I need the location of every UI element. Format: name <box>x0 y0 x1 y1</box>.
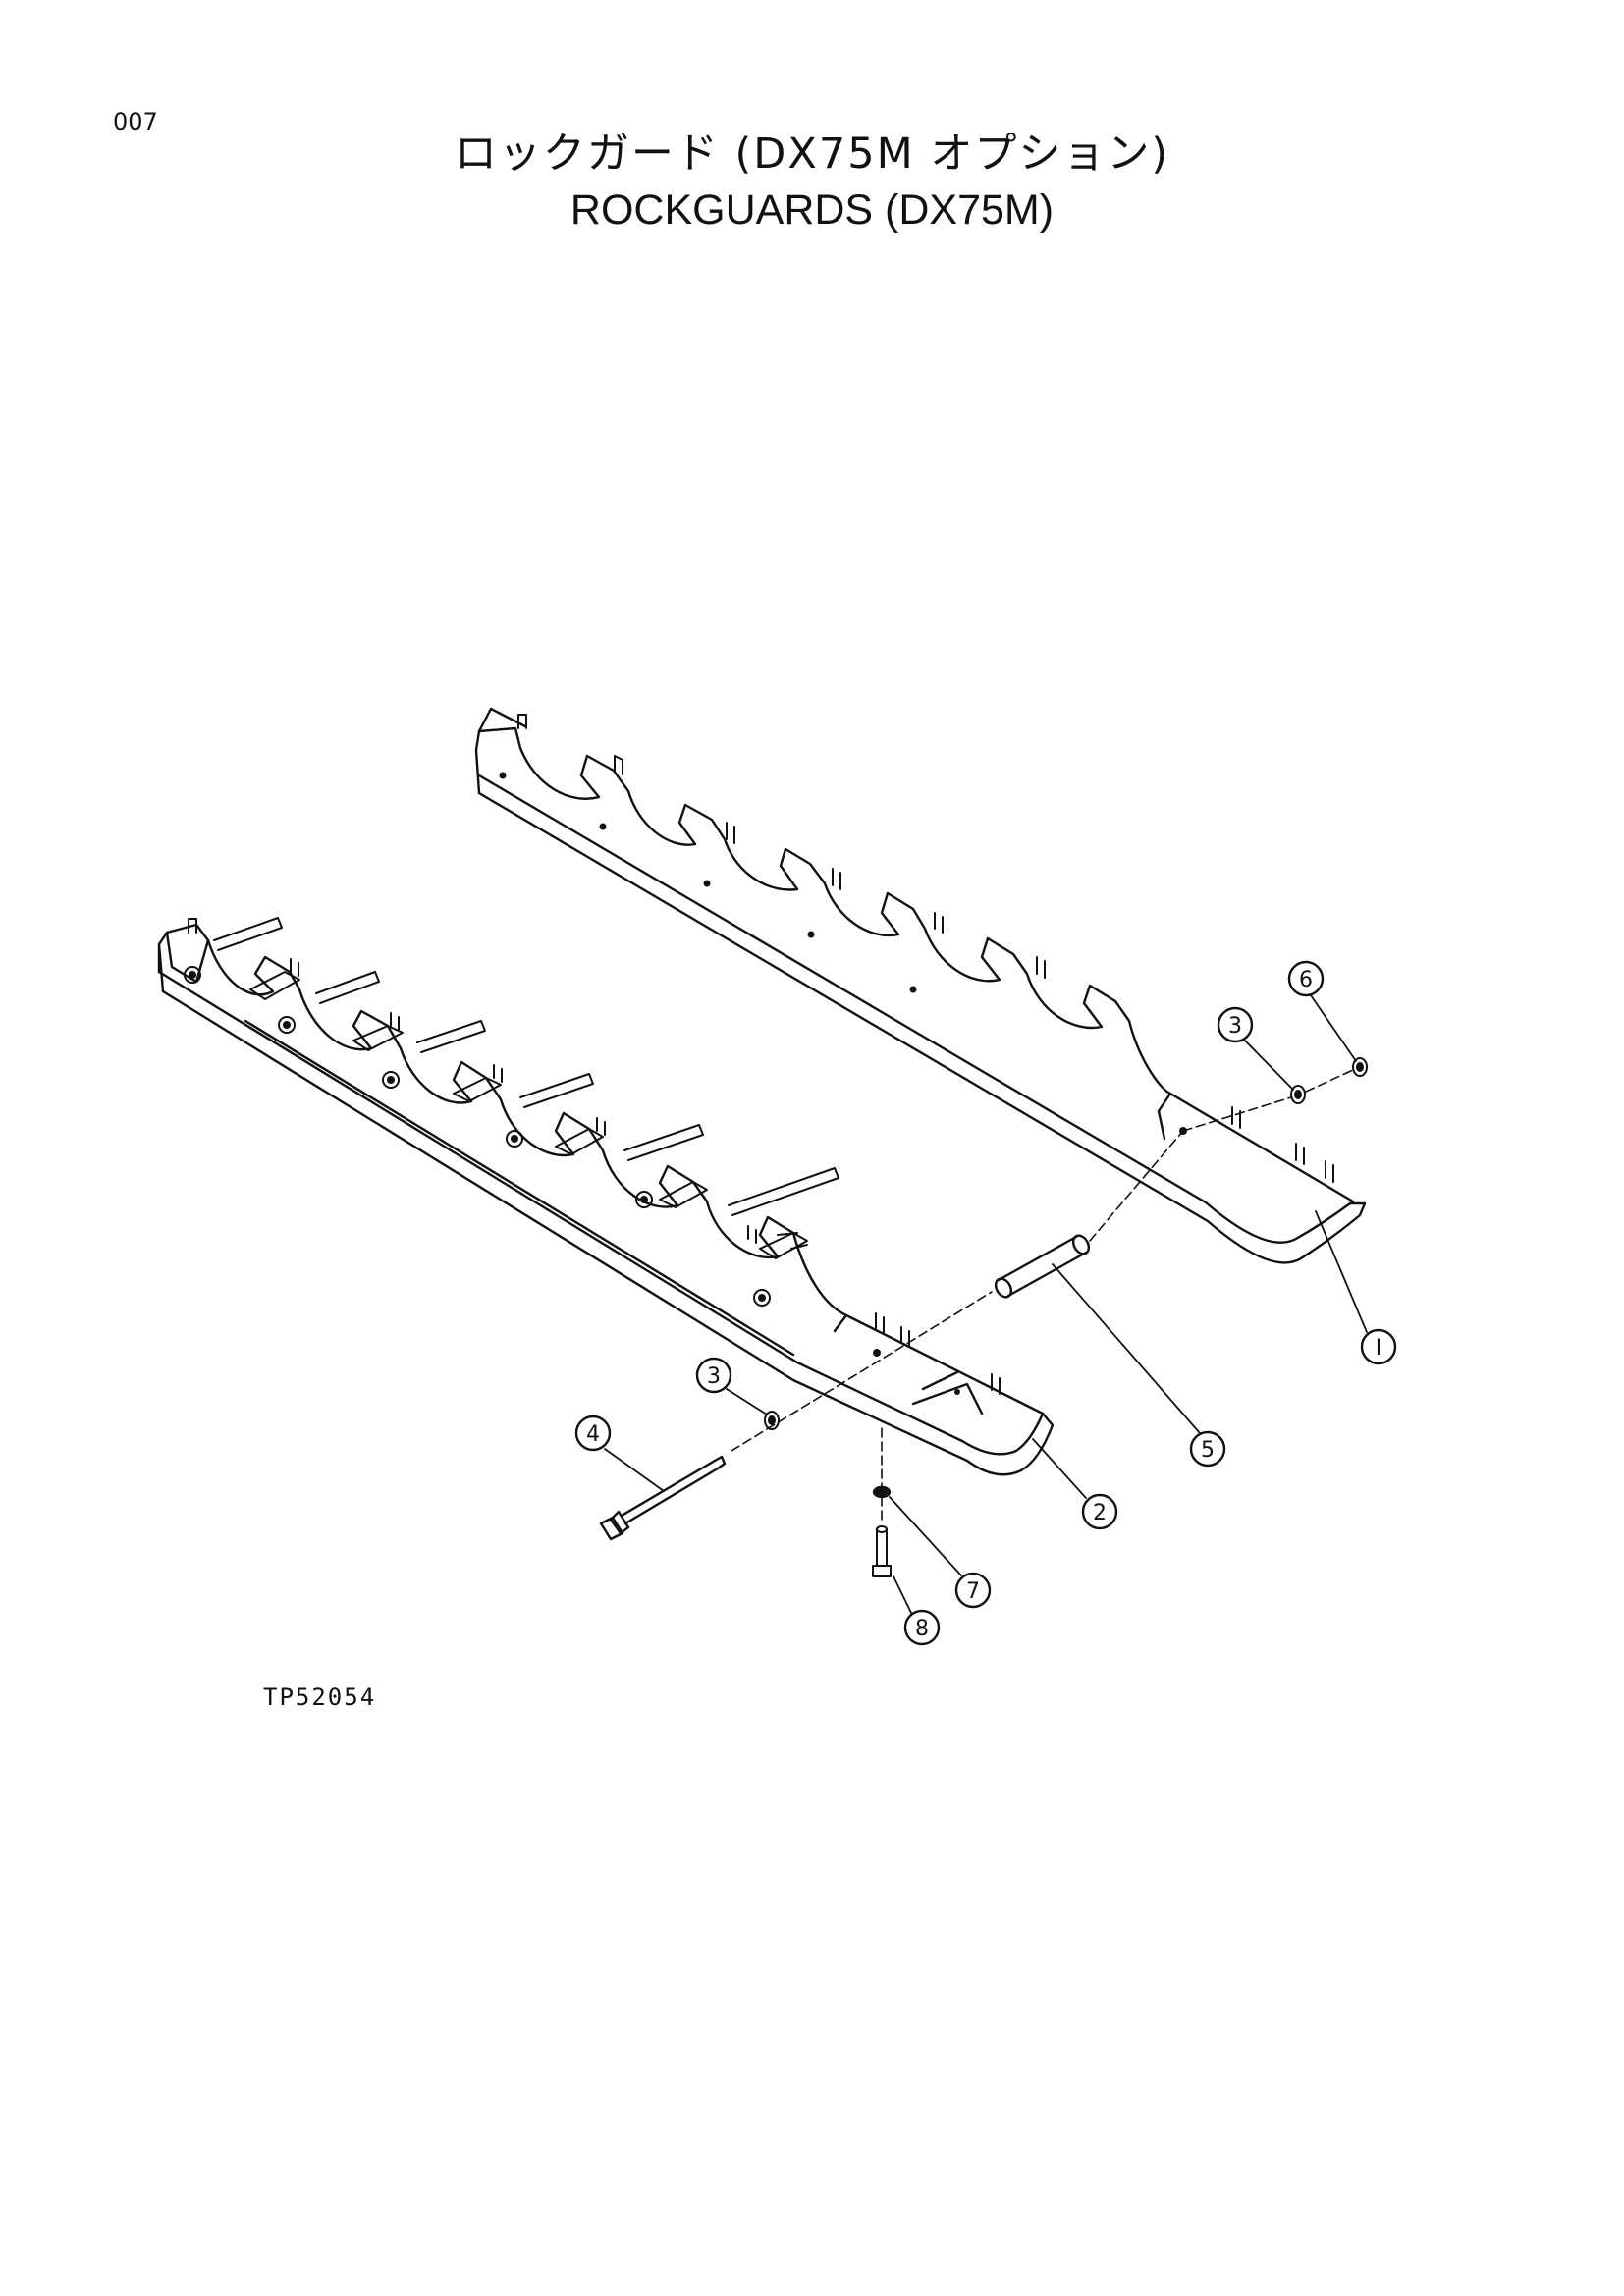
callout-4-label: 4 <box>586 1422 600 1447</box>
drawing-code: TP52054 <box>263 1683 377 1711</box>
nut-part-6 <box>1352 1057 1368 1077</box>
washer-part-7 <box>872 1485 892 1499</box>
title-japanese: ロックガード (DX75M オプション) <box>454 130 1170 179</box>
rockguard-lower-part-2 <box>157 917 1055 1476</box>
nut-part-3-lower <box>764 1411 780 1430</box>
callout-7-label: 7 <box>966 1579 980 1604</box>
callout-2: 2 <box>1081 1493 1118 1530</box>
callout-3-lower-label: 3 <box>707 1364 721 1389</box>
callout-5: 5 <box>1189 1430 1226 1468</box>
title-block: ロックガード (DX75M オプション) ROCKGUARDS (DX75M) <box>0 126 1624 238</box>
callout-6-label: 6 <box>1299 968 1313 992</box>
page-number: 007 <box>113 108 158 135</box>
callout-3-lower: 3 <box>695 1357 732 1394</box>
callout-4: 4 <box>574 1415 612 1452</box>
title-english: ROCKGUARDS (DX75M) <box>569 187 1055 234</box>
callout-6: 6 <box>1287 960 1325 997</box>
callout-3-upper-label: 3 <box>1228 1014 1242 1039</box>
callout-1-label: Ⅰ <box>1376 1336 1382 1361</box>
callout-2-label: 2 <box>1093 1501 1107 1525</box>
small-bolt-part-8 <box>872 1525 892 1577</box>
callout-7: 7 <box>954 1572 992 1609</box>
callout-1: Ⅰ <box>1360 1328 1397 1365</box>
callout-5-label: 5 <box>1201 1438 1215 1463</box>
assembly-dashed-lines <box>731 1069 1354 1525</box>
callout-3-upper: 3 <box>1217 1006 1254 1043</box>
nuts <box>764 1057 1368 1430</box>
callout-8: 8 <box>903 1609 941 1646</box>
long-bolt-part-4 <box>599 1455 727 1541</box>
spacer-tube-part-5 <box>994 1234 1091 1299</box>
rockguard-upper-part-1 <box>474 707 1367 1264</box>
callout-8-label: 8 <box>915 1617 929 1641</box>
leader-lines <box>604 994 1368 1616</box>
nut-part-3-upper <box>1290 1085 1306 1104</box>
